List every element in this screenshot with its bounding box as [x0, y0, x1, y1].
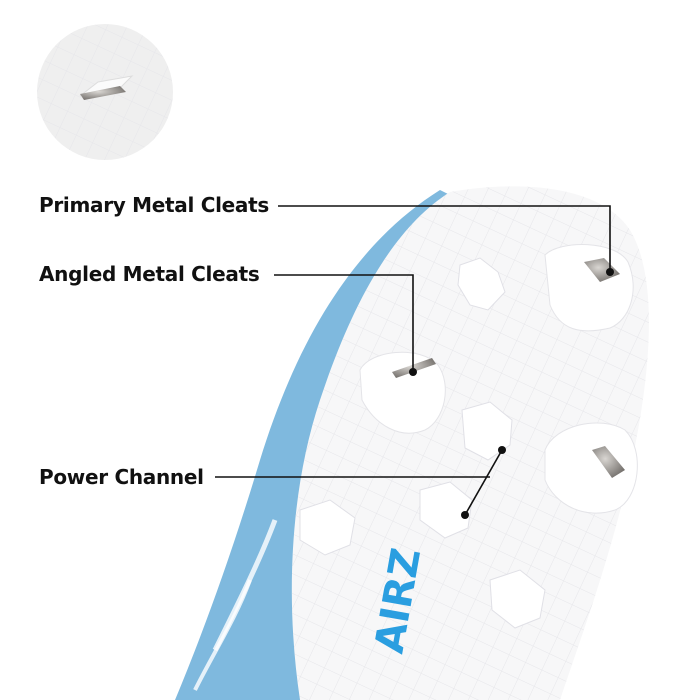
molded-studs: [299, 257, 546, 629]
callout-dots: [409, 268, 614, 519]
callout-label-primary-metal-cleats: Primary Metal Cleats: [39, 193, 269, 217]
callout-label-power-channel: Power Channel: [39, 465, 204, 489]
primary-metal-cleat: [544, 244, 634, 332]
angled-metal-cleat: [359, 351, 446, 434]
callout-line-primary: [278, 205, 611, 272]
callout-label-angled-metal-cleats: Angled Metal Cleats: [39, 262, 260, 286]
callout-line-angled: [274, 274, 414, 372]
primary-metal-cleat-rear: [544, 422, 638, 514]
inset-cleat-closeup: [37, 24, 173, 160]
callout-line-power-diagonal: [464, 449, 503, 516]
callout-lines: [215, 205, 611, 516]
